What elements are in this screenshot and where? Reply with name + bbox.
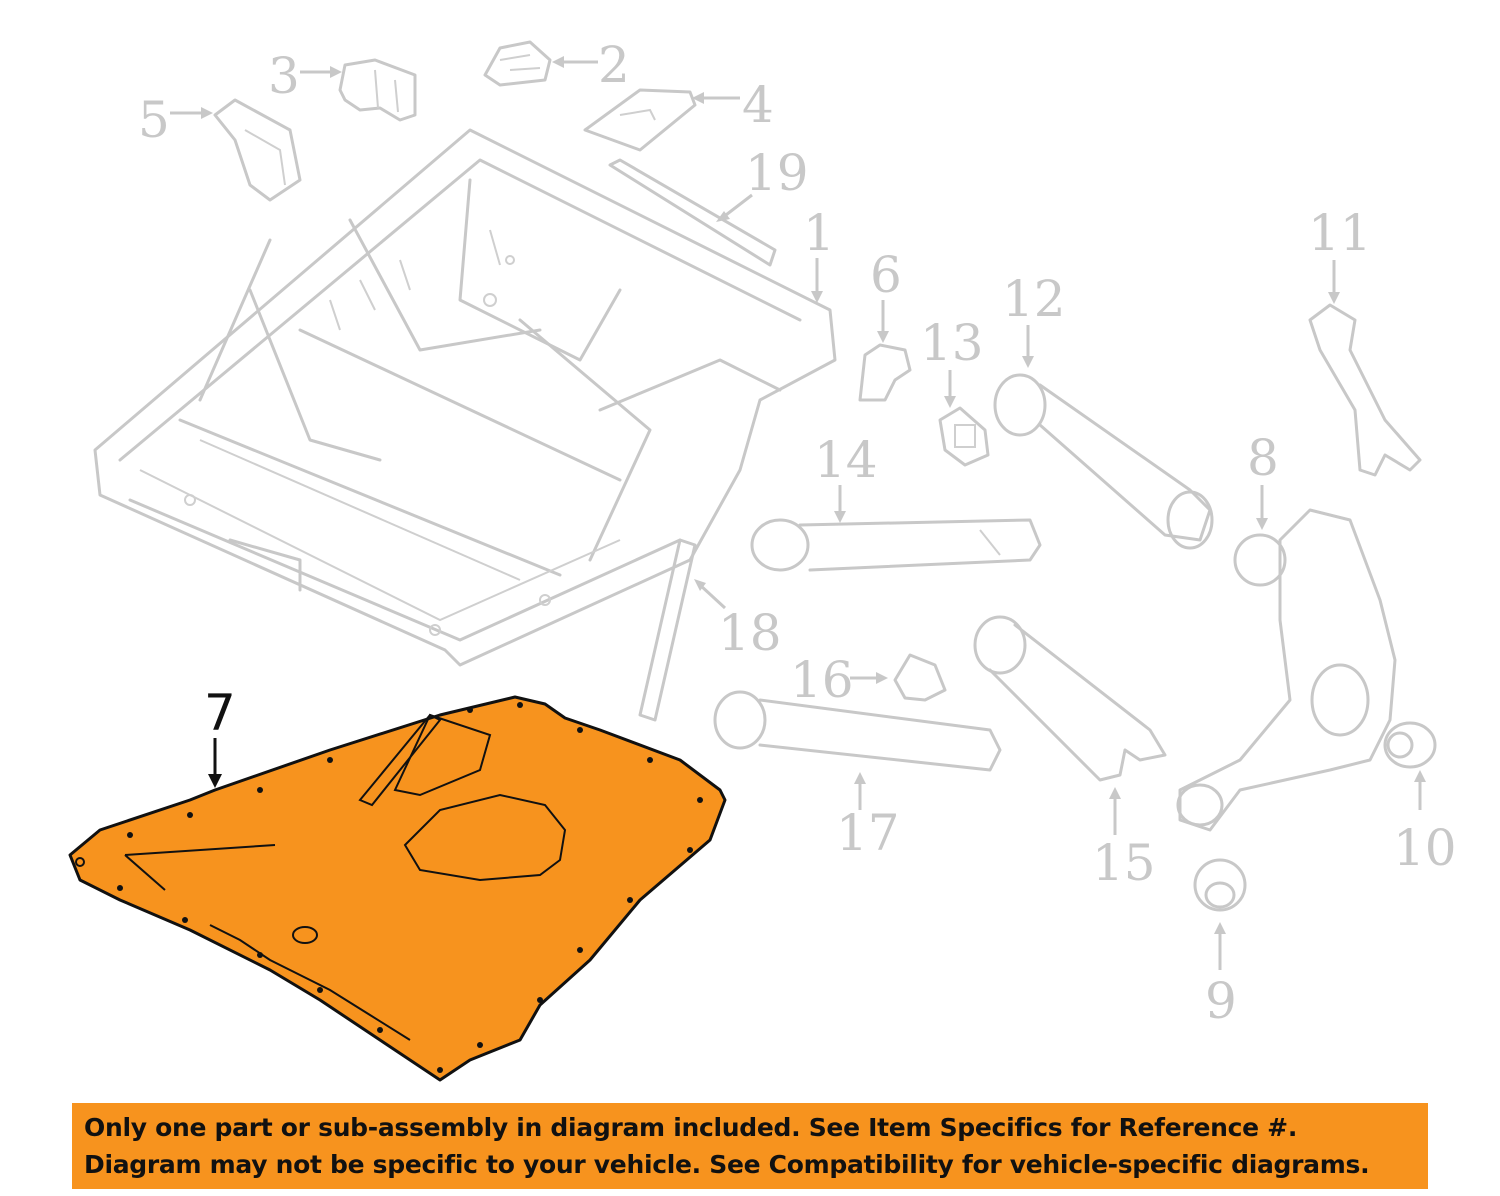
- part-2-mount: [483, 40, 552, 87]
- callout-arrows: [170, 56, 1426, 970]
- callout-1: 1: [803, 204, 835, 262]
- disclaimer-line-2: Diagram may not be specific to your vehi…: [84, 1150, 1370, 1179]
- part-3-bracket: [338, 58, 417, 122]
- part-5-bracket: [213, 98, 302, 202]
- callout-10: 10: [1393, 819, 1457, 877]
- parts-diagram: 1 2 3 4 5 6 7 8 9 10 11 12 13 14 15 16 1…: [68, 36, 1457, 1082]
- disclaimer-banner: Only one part or sub-assembly in diagram…: [72, 1103, 1428, 1189]
- callout-labels: 1 2 3 4 5 6 7 8 9 10 11 12 13 14 15 16 1…: [138, 36, 1457, 1030]
- callout-11: 11: [1308, 204, 1372, 262]
- callout-19: 19: [745, 144, 809, 202]
- part-17-lower-arm: [713, 690, 1002, 772]
- callout-2: 2: [598, 36, 630, 94]
- part-14-lateral-arm: [750, 518, 1042, 572]
- callout-16: 16: [790, 651, 854, 709]
- part-7-underbody-shield: [68, 695, 727, 1082]
- part-11-link: [1308, 303, 1422, 477]
- callout-4: 4: [742, 76, 774, 134]
- disclaimer-line-1: Only one part or sub-assembly in diagram…: [84, 1113, 1298, 1142]
- callout-18: 18: [718, 604, 782, 662]
- part-8-knuckle: [1176, 508, 1397, 832]
- callout-9: 9: [1205, 972, 1237, 1030]
- part-18-brace: [638, 538, 697, 722]
- callout-8: 8: [1247, 429, 1279, 487]
- callout-15: 15: [1092, 834, 1156, 892]
- callout-14: 14: [814, 431, 878, 489]
- part-10-bushing: [1383, 721, 1437, 769]
- callout-13: 13: [920, 314, 984, 372]
- part-4-plate: [583, 88, 697, 152]
- callout-3: 3: [268, 47, 300, 105]
- part-6-bracket: [858, 343, 912, 402]
- part-12-control-arm: [993, 373, 1214, 550]
- part-9-bushing: [1193, 858, 1247, 912]
- part-15-trailing-arm: [973, 615, 1167, 782]
- callout-7: 7: [204, 684, 236, 742]
- part-16-bushing: [893, 653, 947, 702]
- part-13-bushing: [938, 406, 990, 467]
- part-19-strip: [608, 158, 777, 267]
- callout-12: 12: [1002, 270, 1066, 328]
- callout-17: 17: [836, 804, 900, 862]
- callout-5: 5: [138, 91, 170, 149]
- subframe-part-1: [93, 128, 837, 667]
- callout-6: 6: [870, 246, 902, 304]
